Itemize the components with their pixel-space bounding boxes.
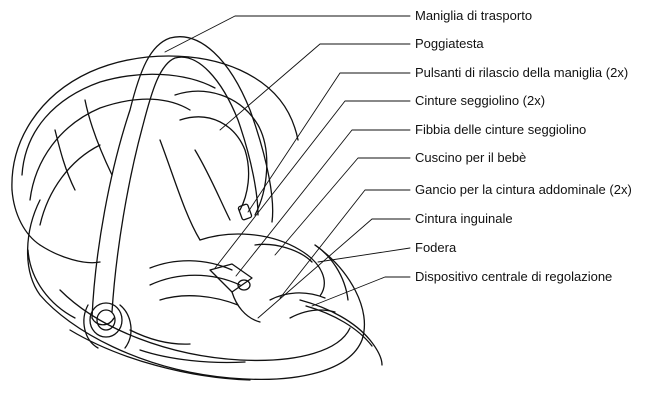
adjuster-strap [300, 300, 382, 365]
release-button [238, 204, 252, 221]
callout-label-crotch-strap: Cintura inguinale [415, 212, 513, 226]
canopy-ridge-1 [22, 74, 215, 175]
leader-headrest [220, 44, 410, 130]
crotch-strap-line [232, 292, 260, 322]
handle-pivot [90, 303, 122, 337]
leader-release-buttons [248, 73, 410, 212]
callout-label-central-adjuster: Dispositivo centrale di regolazione [415, 270, 612, 284]
callout-label-cover: Fodera [415, 241, 456, 255]
leader-central-adjuster [312, 277, 410, 306]
leader-harness-buckle [236, 130, 410, 276]
lap-belt-hook-shape [270, 293, 325, 300]
callout-label-infant-cushion: Cuscino per il bebè [415, 151, 526, 165]
callout-label-release-buttons: Pulsanti di rilascio della maniglia (2x) [415, 66, 628, 80]
leader-harness-belts [215, 101, 410, 268]
callout-label-harness-belts: Cinture seggiolino (2x) [415, 94, 545, 108]
callout-label-harness-buckle: Fibbia delle cinture seggiolino [415, 123, 586, 137]
callout-label-headrest: Poggiatesta [415, 37, 484, 51]
harness-right [150, 275, 240, 285]
leader-handle [165, 16, 410, 52]
callout-label-handle: Maniglia di trasporto [415, 9, 532, 23]
leader-crotch-strap [258, 219, 410, 318]
canopy-ridge-3 [40, 145, 100, 225]
callout-label-lap-belt-hook: Gancio per la cintura addominale (2x) [415, 183, 632, 197]
buckle [210, 264, 252, 292]
shell-base [28, 200, 365, 379]
leader-infant-cushion [275, 158, 410, 255]
leader-lines [165, 16, 410, 318]
leader-cover [318, 248, 410, 262]
